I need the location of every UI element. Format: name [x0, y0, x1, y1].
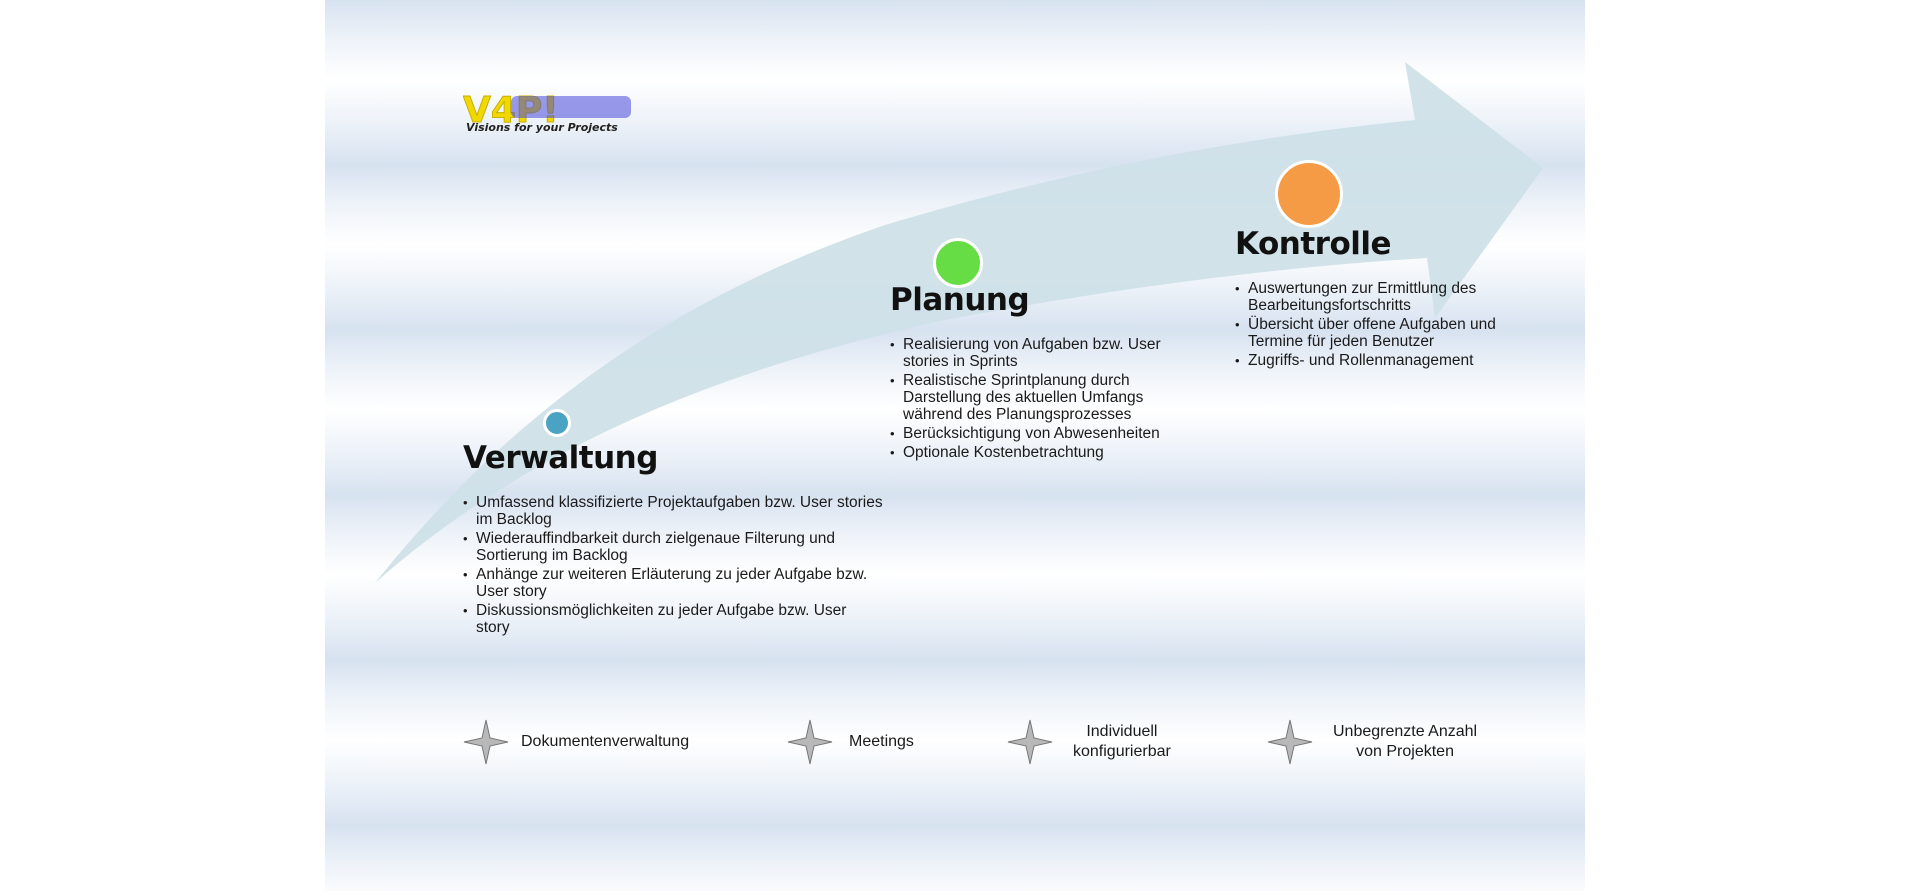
- logo-tagline: Visions for your Projects: [466, 121, 618, 134]
- list-verwaltung: Umfassend klassifizierte Projektaufgaben…: [463, 494, 883, 638]
- dot-kontrolle: [1275, 160, 1343, 228]
- dot-verwaltung: [543, 409, 571, 437]
- list-item: Diskussionsmöglichkeiten zu jeder Aufgab…: [463, 602, 883, 636]
- v4p-logo: V4P!: [463, 90, 638, 142]
- heading-kontrolle: Kontrolle: [1235, 226, 1392, 262]
- feature-dokumentenverwaltung: Dokumentenverwaltung: [463, 719, 689, 765]
- list-item: Zugriffs- und Rollenmanagement: [1235, 352, 1535, 369]
- feature-projekte: Unbegrenzte Anzahl von Projekten: [1267, 719, 1477, 765]
- feature-label: Individuell konfigurierbar: [1073, 723, 1171, 760]
- star-icon: [1267, 719, 1313, 765]
- slide: V4P! Visions for your Projects Verwaltun…: [325, 0, 1585, 891]
- list-kontrolle: Auswertungen zur Ermittlung des Bearbeit…: [1235, 280, 1535, 371]
- star-icon: [1007, 719, 1053, 765]
- list-item: Umfassend klassifizierte Projektaufgaben…: [463, 494, 883, 528]
- feature-label: Dokumentenverwaltung: [521, 733, 690, 750]
- feature-label: Unbegrenzte Anzahl von Projekten: [1333, 723, 1478, 760]
- list-item: Wiederauffindbarkeit durch zielgenaue Fi…: [463, 530, 883, 564]
- star-icon: [463, 719, 509, 765]
- dot-planung: [933, 238, 983, 288]
- list-item: Auswertungen zur Ermittlung des Bearbeit…: [1235, 280, 1535, 314]
- progress-arrow: [375, 62, 1543, 583]
- heading-planung: Planung: [890, 282, 1030, 318]
- list-item: Realistische Sprintplanung durch Darstel…: [890, 372, 1200, 423]
- feature-label: Meetings: [849, 733, 914, 750]
- list-item: Berücksichtigung von Abwesenheiten: [890, 425, 1200, 442]
- list-item: Realisierung von Aufgaben bzw. User stor…: [890, 336, 1200, 370]
- feature-konfigurierbar: Individuell konfigurierbar: [1007, 719, 1171, 765]
- list-item: Optionale Kostenbetrachtung: [890, 444, 1200, 461]
- star-icon: [787, 719, 833, 765]
- list-item: Übersicht über offene Aufgaben und Termi…: [1235, 316, 1535, 350]
- list-planung: Realisierung von Aufgaben bzw. User stor…: [890, 336, 1200, 463]
- feature-meetings: Meetings: [787, 719, 914, 765]
- list-item: Anhänge zur weiteren Erläuterung zu jede…: [463, 566, 883, 600]
- heading-verwaltung: Verwaltung: [463, 440, 658, 476]
